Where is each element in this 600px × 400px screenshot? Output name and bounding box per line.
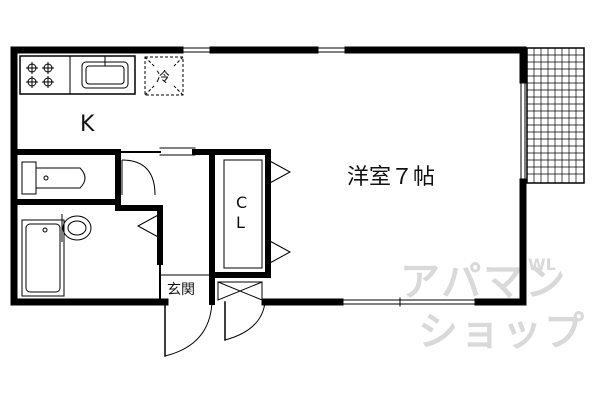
washbasin-icon xyxy=(61,214,92,242)
bathtub-icon xyxy=(21,219,65,297)
kitchen-counter xyxy=(19,55,184,96)
outer-walls xyxy=(10,46,527,307)
stove-icon xyxy=(26,62,54,88)
closet-label-c: C xyxy=(236,193,247,212)
watermark: アパマン ショップ WL xyxy=(400,255,586,355)
toilet-icon xyxy=(21,161,86,195)
room-label: 洋室７帖 xyxy=(347,165,435,190)
watermark-line1: アパマン xyxy=(400,259,567,305)
balcony xyxy=(526,47,585,184)
watermark-line2: ショップ xyxy=(418,309,586,355)
kitchen-label: K xyxy=(80,112,95,137)
sink-icon xyxy=(81,56,129,89)
door-swings xyxy=(121,159,292,357)
fridge-label: 冷 xyxy=(156,70,170,86)
watermark-small: WL xyxy=(528,255,556,274)
entrance-label: 玄関 xyxy=(167,281,195,298)
interior-walls xyxy=(11,147,271,357)
closet-label-l: L xyxy=(236,213,245,232)
fridge-space xyxy=(144,56,184,96)
